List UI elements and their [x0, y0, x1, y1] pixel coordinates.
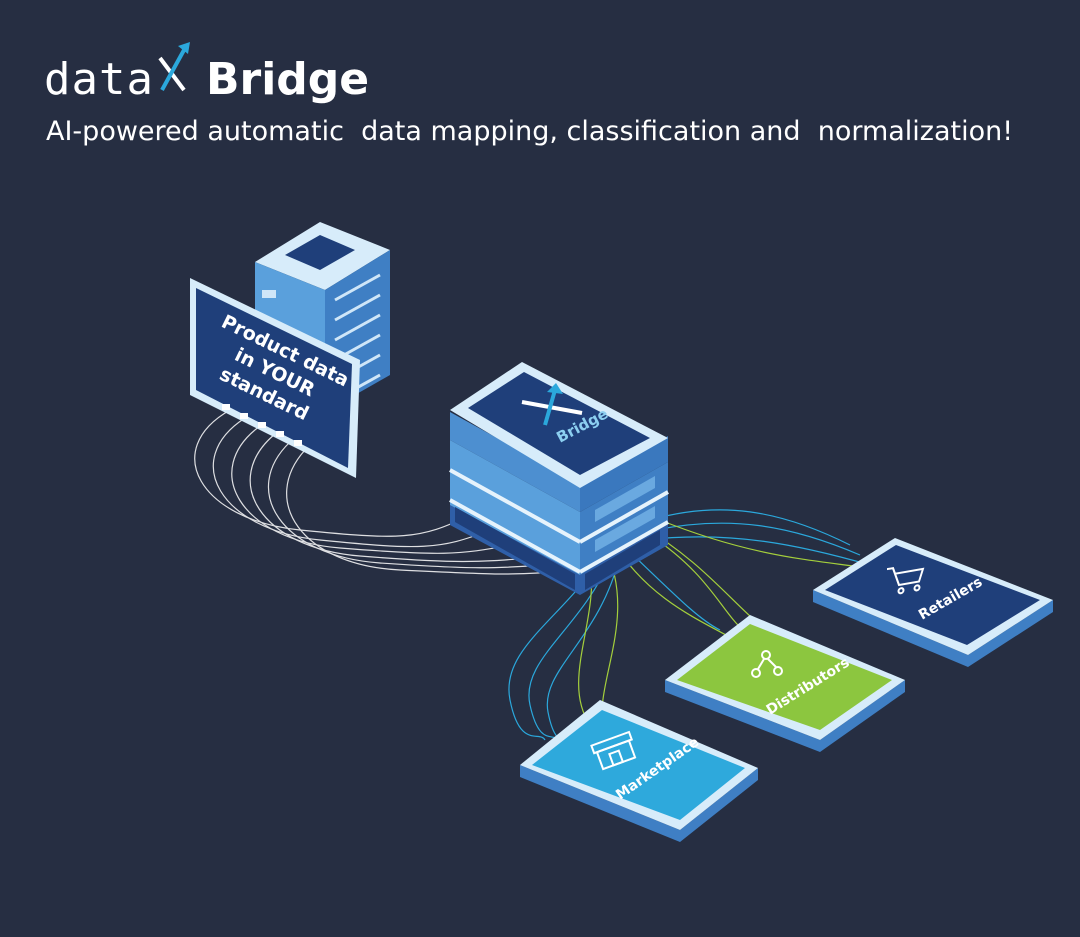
- hub-x-arrow-icon: [521, 383, 583, 426]
- x-arrow-logo-icon: [154, 42, 194, 94]
- source-cables: [194, 409, 556, 575]
- logo-prefix: data: [44, 54, 154, 105]
- datax-bridge-logo: data Bridge: [44, 42, 370, 105]
- cart-icon: [887, 566, 925, 595]
- network-icon: [751, 650, 783, 678]
- marketplace-tile: Marketplace: [520, 700, 758, 842]
- tagline: AI-powered automatic data mapping, class…: [46, 116, 1014, 147]
- storefront-icon: [590, 730, 637, 771]
- distributors-tile: Distributors: [665, 615, 905, 752]
- bridge-hub: Bridge: [449, 362, 669, 595]
- logo-name: Bridge: [205, 54, 370, 105]
- retailers-tile: Retailers: [813, 538, 1053, 667]
